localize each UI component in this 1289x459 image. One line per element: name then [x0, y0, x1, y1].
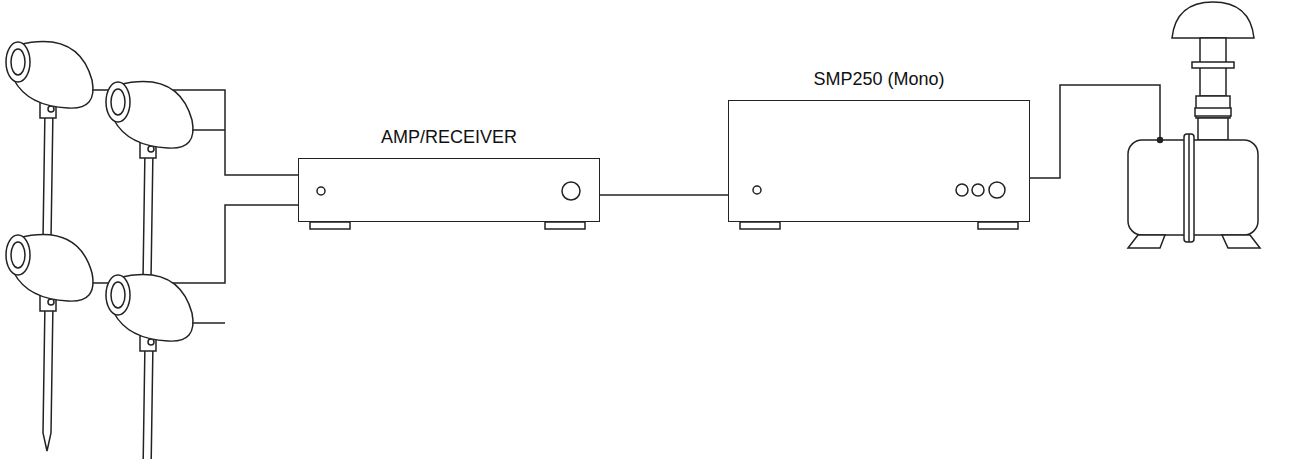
- garden-speakers: [6, 42, 193, 459]
- spot-speaker: [6, 235, 93, 451]
- subwoofer: [1128, 2, 1260, 248]
- device-housing: [728, 100, 1030, 222]
- device-unit: SMP250 (Mono): [728, 69, 1030, 222]
- device-name: SMP250 (Mono): [728, 69, 1030, 100]
- device-housing: [298, 158, 600, 222]
- device-name: AMP/RECEIVER: [298, 127, 600, 158]
- device-unit: AMP/RECEIVER: [298, 127, 600, 222]
- speaker-wires: [92, 85, 1160, 323]
- spot-speaker: [106, 275, 193, 459]
- spot-speaker: [106, 82, 193, 298]
- signal-cable: [600, 194, 728, 196]
- spot-speaker: [6, 42, 93, 258]
